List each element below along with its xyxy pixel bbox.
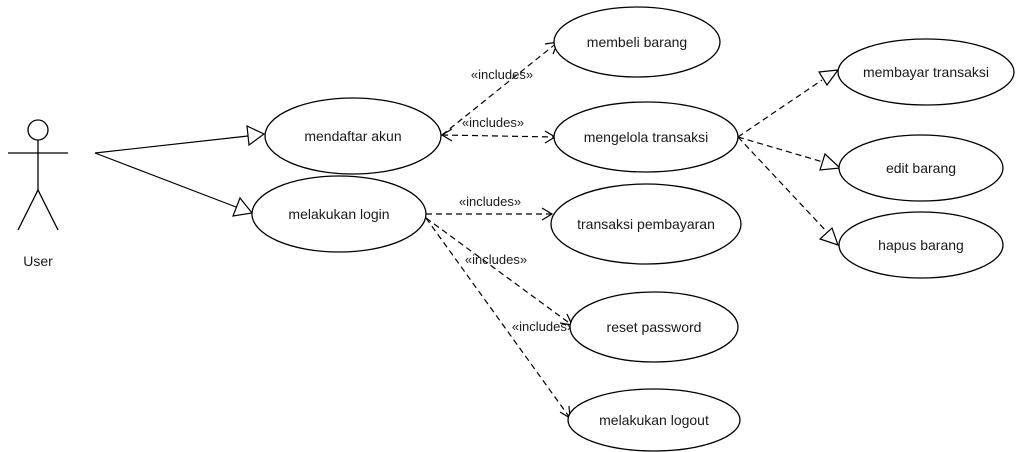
- use-case-label: hapus barang: [878, 237, 964, 253]
- use-case-label: reset password: [607, 319, 702, 335]
- use-case-label: edit barang: [886, 160, 956, 176]
- use-case-reset-password: reset password: [569, 291, 739, 363]
- use-case-mengelola-transaksi: mengelola transaksi: [553, 101, 739, 173]
- use-case-label: mengelola transaksi: [584, 129, 709, 145]
- include-label-membeli-barang: «includes»: [471, 67, 533, 82]
- use-case-transaksi-pembayaran: transaksi pembayaran: [550, 183, 742, 265]
- use-case-melakukan-login: melakukan login: [251, 175, 427, 253]
- include-label-reset-password: «includes»: [465, 252, 527, 267]
- include-arrow-melakukan-logout: [425, 217, 571, 420]
- include-label-melakukan-logout: «includes»: [512, 319, 574, 334]
- use-case-mendaftar-akun: mendaftar akun: [264, 97, 442, 175]
- use-case-label: transaksi pembayaran: [577, 216, 715, 232]
- use-case-melakukan-logout: melakukan logout: [567, 388, 741, 452]
- association-mendaftar-akun: [94, 125, 266, 154]
- use-case-label: melakukan logout: [599, 412, 709, 428]
- include-arrow-reset-password: [425, 217, 574, 326]
- association-melakukan-login: [94, 152, 254, 217]
- use-case-hapus-barang: hapus barang: [838, 211, 1004, 279]
- use-case-label: mendaftar akun: [304, 128, 401, 144]
- arrow-edit-barang: [737, 136, 842, 171]
- arrow-membayar-transaksi: [737, 69, 840, 138]
- arrow-hapus-barang: [737, 136, 839, 246]
- include-arrow-mengelola-transaksi: [440, 128, 557, 144]
- include-label-mengelola-transaksi: «includes»: [462, 115, 524, 130]
- actor-label: User: [23, 253, 53, 269]
- actor-user: [8, 119, 68, 231]
- use-case-label: melakukan login: [288, 206, 389, 222]
- include-arrow-transaksi-pembayaran: [426, 207, 554, 221]
- use-case-membayar-transaksi: membayar transaksi: [837, 38, 1015, 106]
- include-label-transaksi-pembayaran: «includes»: [459, 194, 521, 209]
- use-case-membeli-barang: membeli barang: [553, 6, 721, 78]
- use-case-edit-barang: edit barang: [838, 134, 1004, 202]
- use-case-label: membeli barang: [587, 34, 687, 50]
- use-case-label: membayar transaksi: [863, 64, 989, 80]
